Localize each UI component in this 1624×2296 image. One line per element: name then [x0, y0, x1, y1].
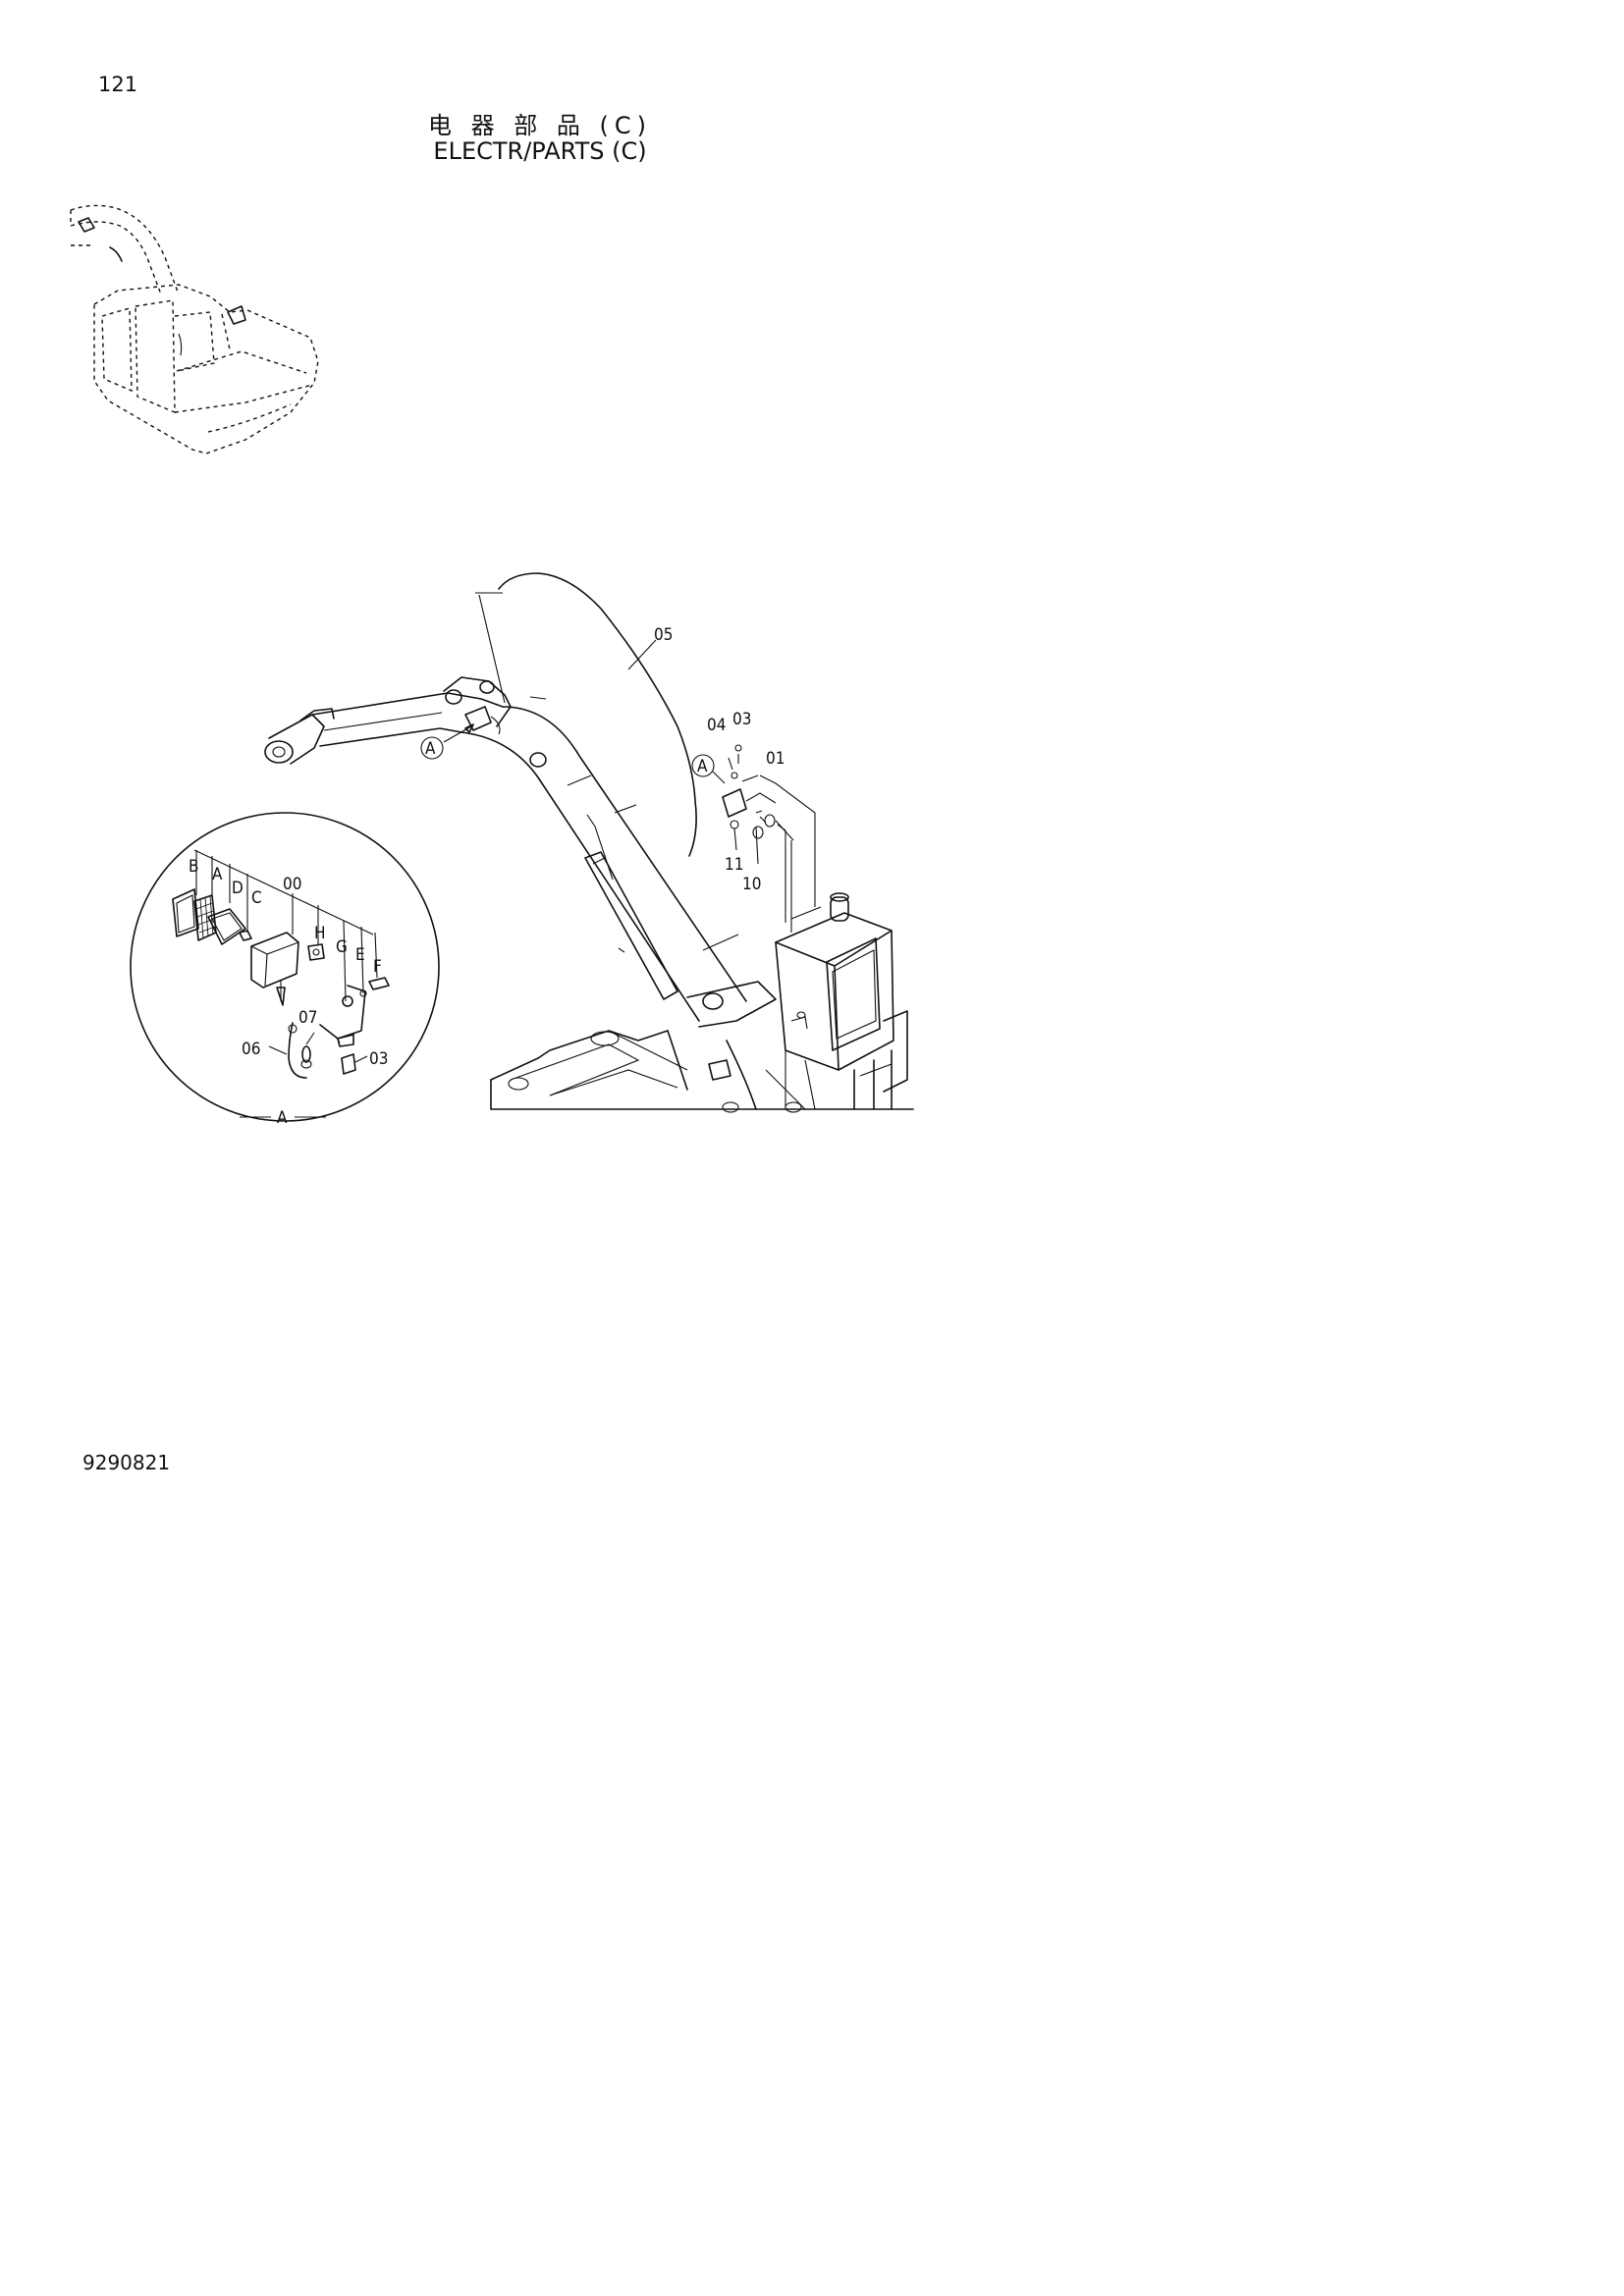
detail-label-b: B: [189, 857, 199, 877]
detail-callout-03: 03: [369, 1049, 388, 1069]
detail-label-f: F: [373, 957, 382, 977]
parts-diagram: 05 A A 04 03 01 11 10: [70, 204, 914, 1128]
view-a-label-frame: A: [697, 757, 708, 776]
detail-callout-00: 00: [283, 875, 301, 894]
view-a-label-boom: A: [425, 739, 436, 759]
frame-light-assembly: [691, 744, 816, 933]
callout-11: 11: [725, 855, 743, 875]
callout-05: 05: [654, 625, 673, 645]
detail-label-c: C: [251, 888, 262, 908]
detail-label-h: H: [314, 924, 326, 943]
document-code: 9290821: [82, 1451, 171, 1474]
callout-03-top: 03: [732, 710, 751, 729]
callout-01: 01: [766, 749, 785, 769]
harness-05-wire: [498, 572, 697, 857]
detail-label-g: G: [336, 937, 348, 957]
detail-label-d: D: [232, 879, 244, 898]
callout-04: 04: [707, 716, 726, 735]
detail-view-label: A: [277, 1108, 288, 1128]
page-title-english: ELECTR/PARTS (C): [433, 137, 647, 165]
boom-assembly-drawing: [264, 676, 914, 1113]
overview-machine-drawing: [70, 204, 319, 454]
detail-label-a: A: [212, 865, 223, 884]
detail-label-e: E: [355, 945, 365, 965]
detail-view-a: [130, 812, 440, 1122]
page-number: 121: [98, 73, 138, 96]
detail-callout-06: 06: [242, 1040, 260, 1059]
view-a-marker-boom: [420, 736, 444, 760]
callout-10: 10: [742, 875, 761, 894]
detail-callout-07: 07: [298, 1008, 317, 1028]
page-title-chinese: 电 器 部 品 (C): [428, 112, 652, 139]
